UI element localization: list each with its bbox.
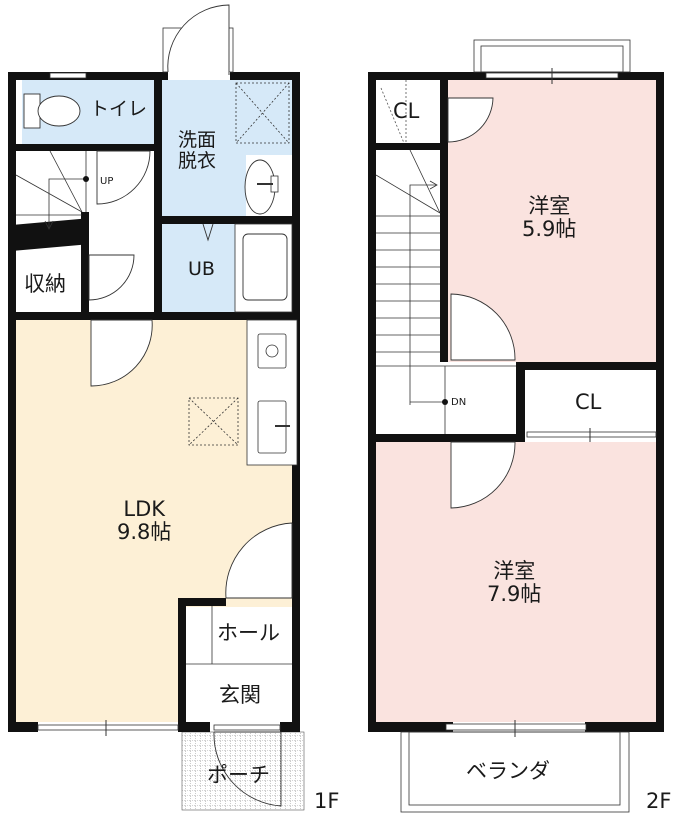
room-label-ldk: LDK 9.8帖 — [117, 497, 172, 545]
stairs-down-label: DN — [451, 397, 467, 408]
ldk-size: 9.8帖 — [117, 520, 172, 545]
room-label-closet-top: CL — [393, 99, 420, 123]
room-label-entrance: 玄関 — [219, 683, 261, 707]
washroom-line1: 洗面 — [178, 129, 217, 151]
ldk-name: LDK — [123, 497, 166, 521]
floor-label-2f: 2F — [646, 789, 672, 813]
floor-2f — [368, 39, 664, 813]
room-label-toilet: トイレ — [90, 98, 148, 120]
washroom-line2: 脱衣 — [178, 149, 217, 172]
bath-floor — [162, 224, 235, 312]
room-label-hall: ホール — [217, 621, 280, 645]
room-label-closet-mid: CL — [575, 390, 602, 414]
room-label-porch: ポーチ — [207, 763, 270, 787]
room-label-bath: UB — [188, 258, 215, 280]
room-label-bedroom2: 洋室 7.9帖 — [487, 559, 542, 607]
hall-area — [186, 607, 298, 722]
bedroom2-floor — [376, 442, 656, 722]
bedroom2-name: 洋室 — [493, 559, 536, 583]
floor-1f — [8, 4, 305, 811]
room-label-washroom: 洗面 脱衣 — [178, 130, 216, 172]
room-label-bedroom1: 洋室 5.9帖 — [522, 194, 577, 242]
stairs-up-label: UP — [100, 176, 114, 187]
room-label-balcony: ベランダ — [466, 759, 550, 783]
porch-area — [181, 731, 305, 811]
bedroom1-name: 洋室 — [528, 194, 571, 218]
floor-label-1f: 1F — [314, 789, 340, 813]
bedroom1-size: 5.9帖 — [522, 217, 577, 242]
room-label-storage: 収納 — [24, 272, 66, 296]
bedroom2-size: 7.9帖 — [487, 582, 542, 607]
